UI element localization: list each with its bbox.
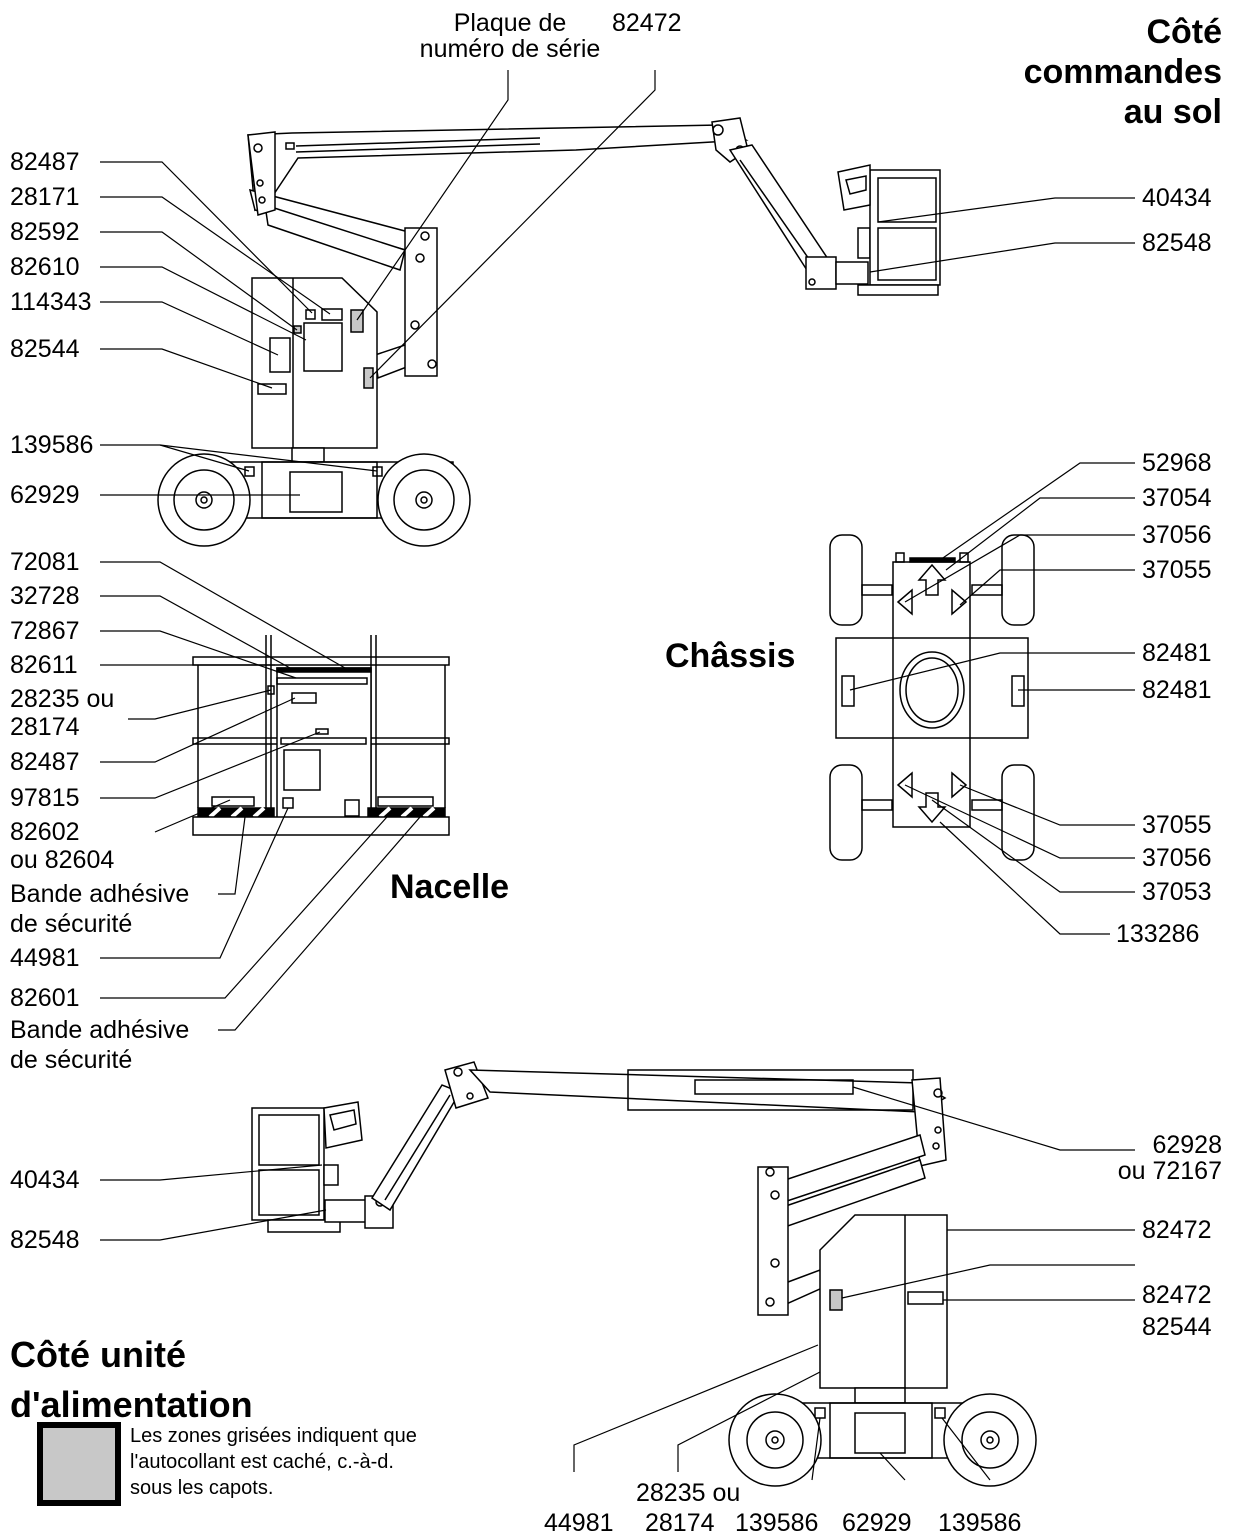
decal-label: 72081: [10, 548, 80, 576]
ground-side-machine: [157, 117, 941, 547]
power-side-leader-lines: [100, 1086, 1135, 1481]
label-line: de sécurité: [10, 1046, 133, 1074]
legend-line: sous les capots.: [130, 1477, 274, 1499]
decal-label: 82548: [10, 1226, 80, 1254]
decal-label: 37056: [1142, 844, 1212, 872]
decal-label: 44981: [10, 944, 80, 972]
decal-label: 62929: [842, 1509, 912, 1537]
decal-label: 139586: [10, 431, 94, 459]
decal-label: 114343: [10, 288, 92, 316]
decal-label: 28235 ou: [10, 685, 115, 713]
heading-line: Côté: [1146, 13, 1222, 51]
chassis-top-view: [829, 534, 1035, 861]
label-line: numéro de série: [419, 35, 601, 63]
legend-line: l'autocollant est caché, c.-à-d.: [130, 1451, 394, 1473]
decal-label: 82472: [612, 9, 682, 37]
decal-label: 37053: [1142, 878, 1212, 906]
decal-label: 62929: [10, 481, 80, 509]
decal-label: 28235 ou: [636, 1479, 741, 1507]
decal-label: 82610: [10, 253, 80, 281]
decal-label: 40434: [10, 1166, 80, 1194]
label-line: 62928: [1152, 1131, 1222, 1159]
label-line: Bande adhésive: [10, 1016, 190, 1044]
serial-plate-label: Plaque de numéro de série: [400, 8, 620, 64]
ground-side-leader-lines: [100, 70, 1135, 496]
label-line: Plaque de: [453, 9, 567, 37]
heading-line: au sol: [1123, 93, 1222, 131]
decal-label: 82472: [1142, 1216, 1212, 1244]
decal-label: 37055: [1142, 811, 1212, 839]
legend-swatch: [37, 1422, 121, 1506]
heading-chassis: Châssis: [665, 637, 796, 675]
decal-label: 28171: [10, 183, 80, 211]
decal-label: 44981: [544, 1509, 614, 1537]
decal-label: 97815: [10, 784, 80, 812]
decal-label: 82487: [10, 148, 80, 176]
legend-line: Les zones grisées indiquent que: [130, 1425, 417, 1447]
decal-label: ou 82604: [10, 846, 115, 874]
decal-label: 28174: [645, 1509, 715, 1537]
decal-label: 139586: [938, 1509, 1022, 1537]
heading-power-side: Côté unité d'alimentation: [10, 1330, 253, 1430]
label-line: Bande adhésive: [10, 880, 190, 908]
decal-label: 52968: [1142, 449, 1212, 477]
decal-label: 82481: [1142, 639, 1212, 667]
decal-label: 37056: [1142, 521, 1212, 549]
safety-tape-label: Bande adhésive de sécurité: [10, 879, 189, 939]
decal-label: 72867: [10, 617, 80, 645]
decal-label: 37055: [1142, 556, 1212, 584]
label-line: ou 72167: [1117, 1157, 1222, 1185]
decal-label: 28174: [10, 713, 80, 741]
decal-label: 82487: [10, 748, 80, 776]
decal-label: 82602: [10, 818, 80, 846]
decal-label: 40434: [1142, 184, 1212, 212]
decal-label: 82548: [1142, 229, 1212, 257]
heading-ground-side: Côté commandes au sol: [1024, 12, 1222, 132]
chassis-leader-lines: [849, 462, 1135, 935]
heading-line: Côté unité: [10, 1334, 186, 1375]
heading-platform: Nacelle: [390, 868, 510, 906]
decal-label: 62928 ou 72167: [1118, 1130, 1222, 1186]
platform-leader-lines: [100, 561, 421, 1031]
legend-text: Les zones grisées indiquent que l'autoco…: [130, 1423, 417, 1501]
decal-label: 82481: [1142, 676, 1212, 704]
decal-label: 82472: [1142, 1281, 1212, 1309]
decal-label: 82601: [10, 984, 80, 1012]
decal-label: 139586: [735, 1509, 819, 1537]
safety-tape-label: Bande adhésive de sécurité: [10, 1015, 189, 1075]
decal-label: 133286: [1116, 920, 1200, 948]
decal-label: 82611: [10, 651, 78, 679]
decal-label: 82544: [1142, 1313, 1212, 1341]
decal-label: 82544: [10, 335, 80, 363]
decal-label: 82592: [10, 218, 80, 246]
heading-line: commandes: [1023, 53, 1222, 91]
label-line: de sécurité: [10, 910, 133, 938]
heading-line: d'alimentation: [10, 1384, 253, 1425]
decal-label: 37054: [1142, 484, 1212, 512]
decal-label: 32728: [10, 582, 80, 610]
power-side-machine: [251, 1061, 1037, 1487]
